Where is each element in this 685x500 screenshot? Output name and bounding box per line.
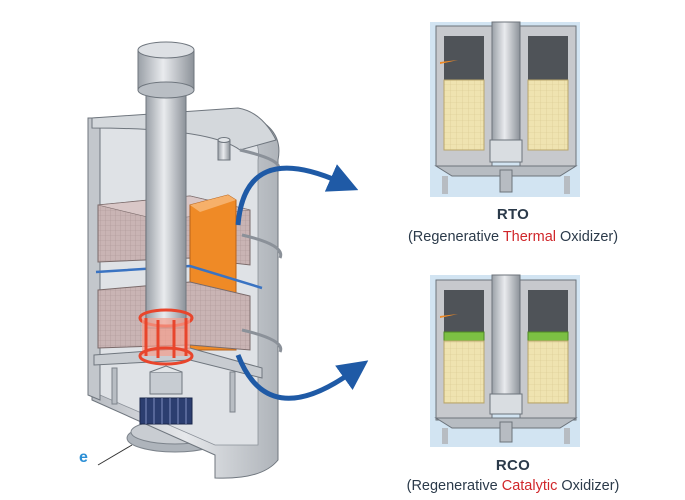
exhaust-stack [145,57,187,329]
rto-subtitle: (Regenerative Thermal Oxidizer) [388,229,638,245]
rto-illustration [430,21,580,197]
support-leg [111,367,118,405]
support-leg [229,371,236,413]
main-oxidizer-unit [87,41,283,479]
rto-caption: RTO (Regenerative Thermal Oxidizer) [388,206,638,245]
rto-media-right [527,79,569,151]
rco-subtitle-suffix: Oxidizer) [557,478,620,494]
annotation-label: e [79,449,88,466]
rco-illustration [430,274,580,447]
rco-subtitle-prefix: (Regenerative [406,478,502,494]
rco-title: RCO [495,457,531,474]
rto-title: RTO [496,206,530,223]
rco-subtitle: (Regenerative Catalytic Oxidizer) [388,478,638,494]
drive-motor [139,365,193,425]
rco-caption: RCO (Regenerative Catalytic Oxidizer) [388,457,638,494]
arrow-to-rco [235,354,369,401]
rto-media-left [443,79,485,151]
rto-subtitle-suffix: Oxidizer) [556,229,619,245]
rco-catalyst-right [527,331,569,342]
arrow-to-rto [235,164,359,226]
rco-media-right [527,340,569,404]
rco-subtitle-highlight: Catalytic [501,478,558,494]
annotation-leader [97,444,133,466]
rto-subtitle-highlight: Thermal [502,229,556,245]
rotary-valve [138,308,194,366]
rto-subtitle-prefix: (Regenerative [407,229,503,245]
rco-catalyst-left [443,331,485,342]
divider-plate [95,264,263,290]
rco-media-left [443,340,485,404]
